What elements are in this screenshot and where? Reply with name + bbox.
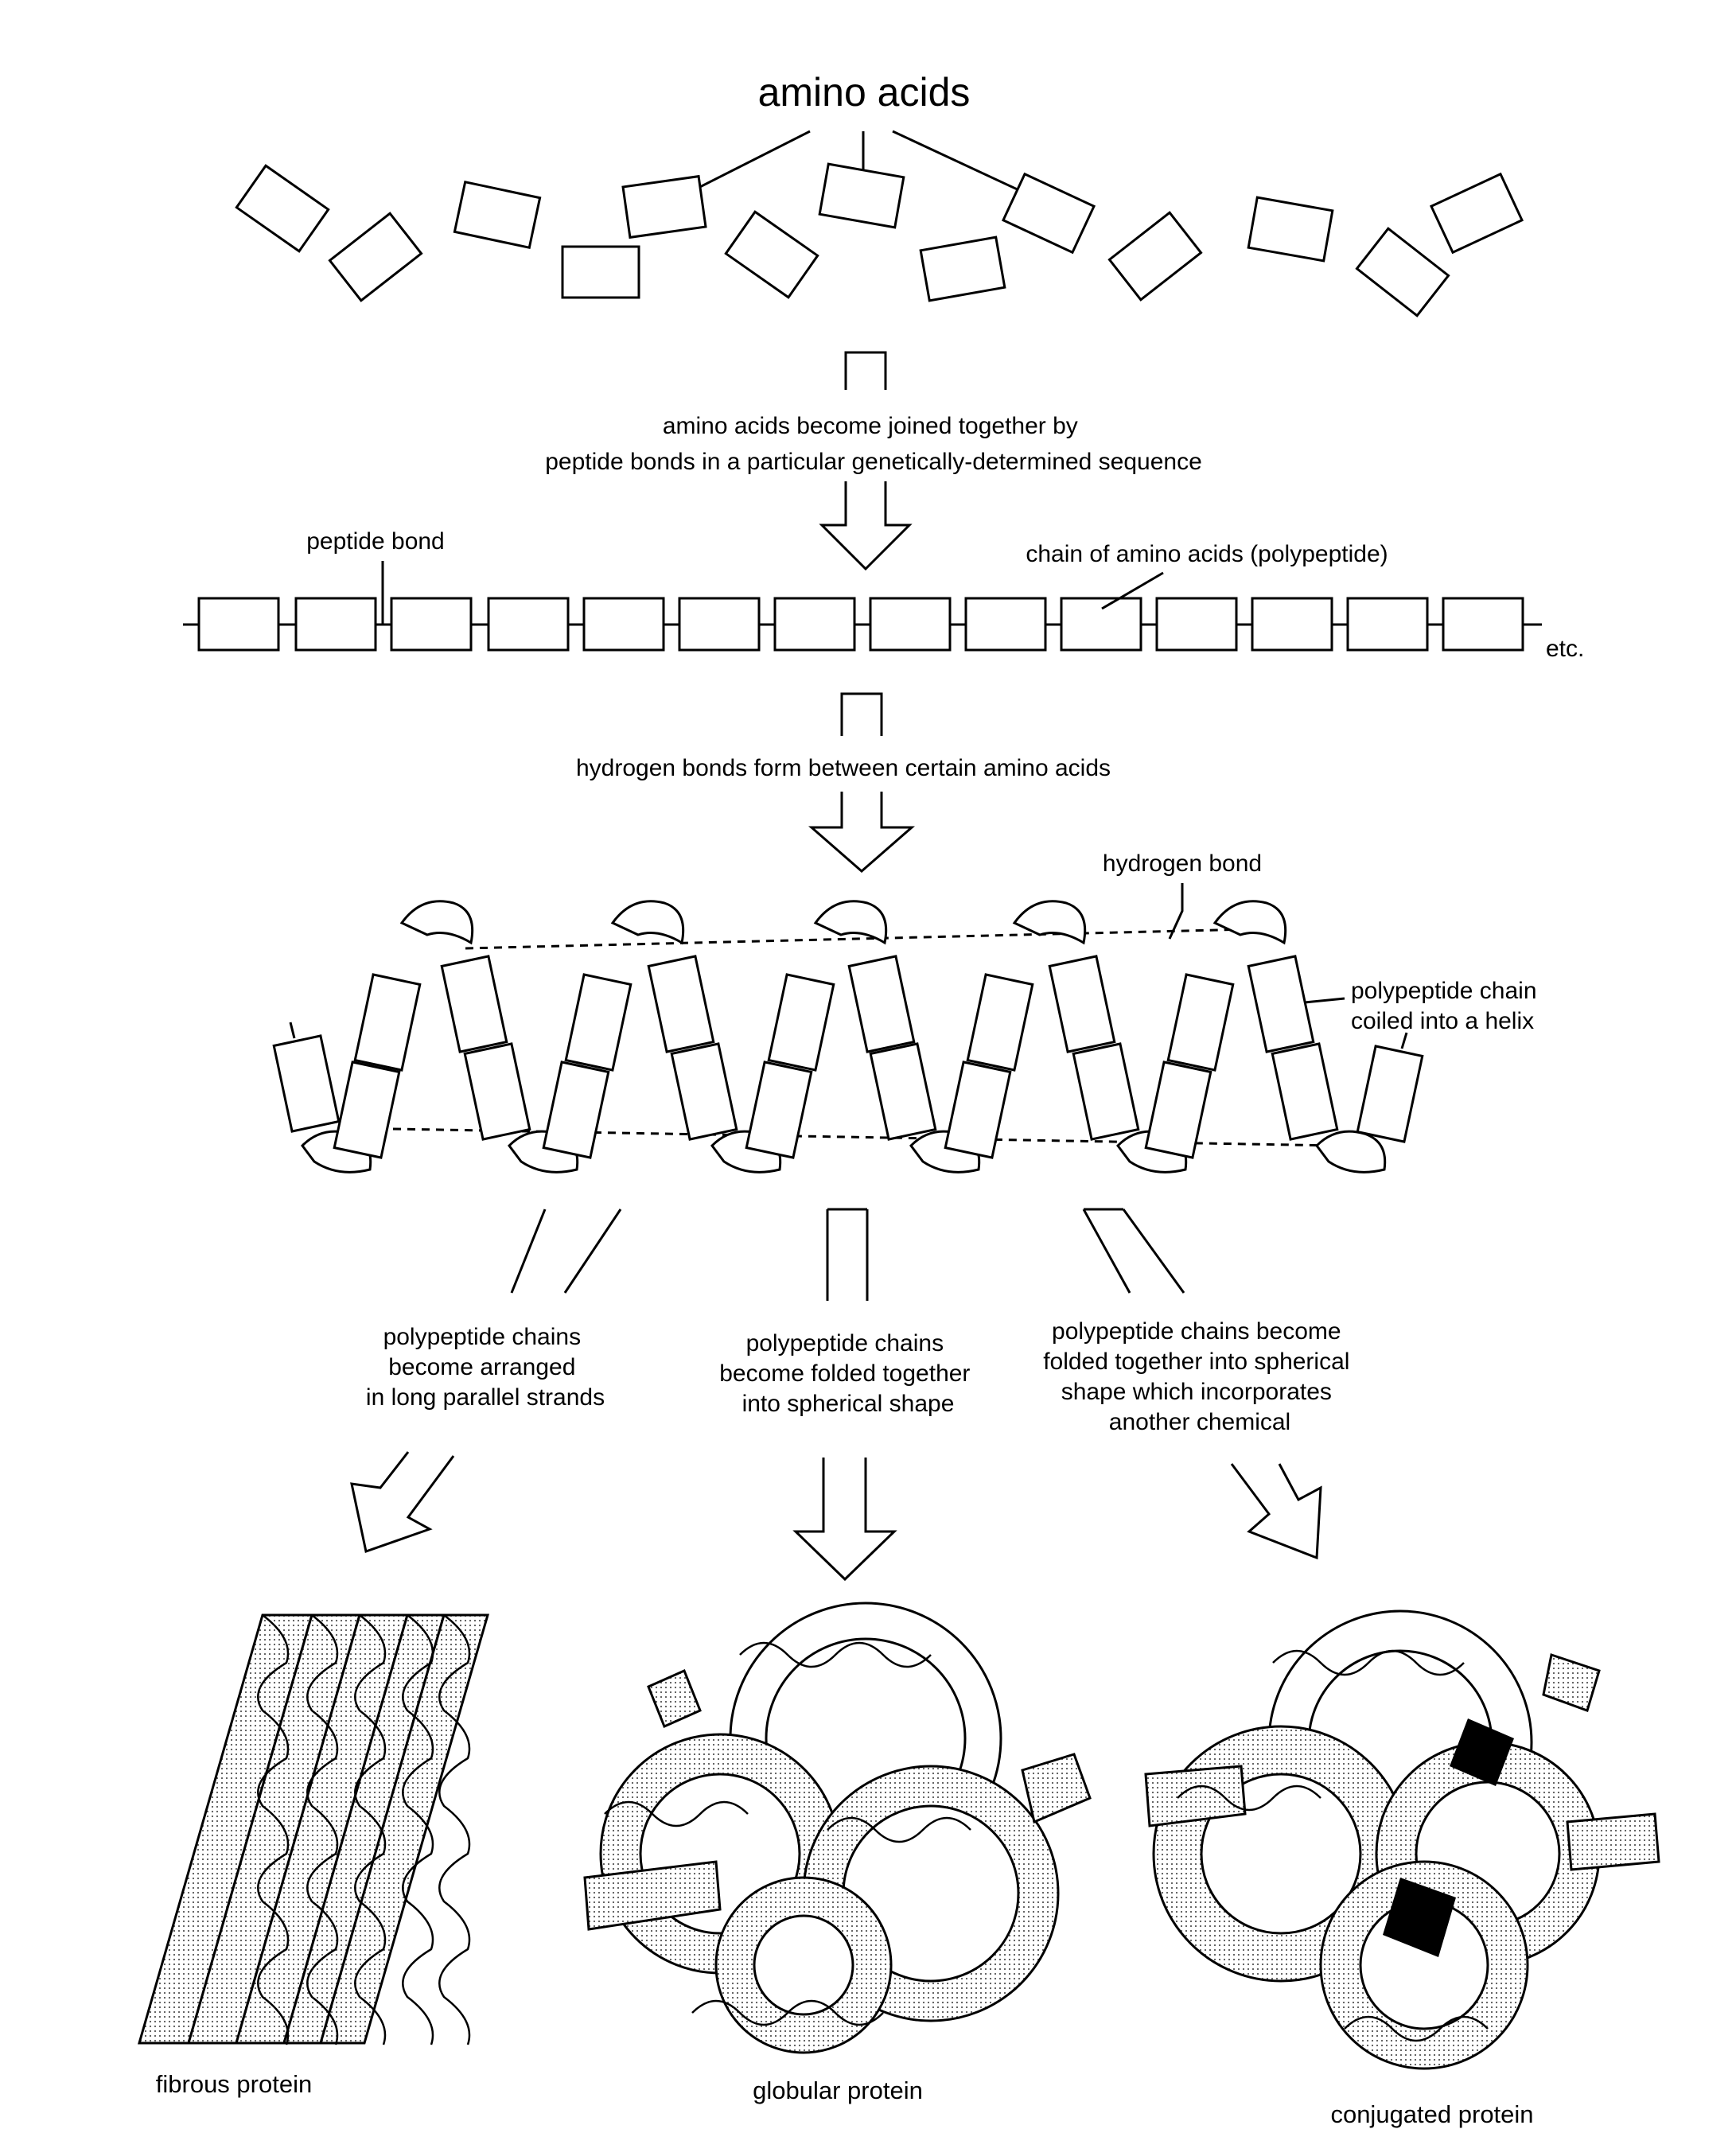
- amino-acid-block: [818, 162, 905, 229]
- chain-label: chain of amino acids (polypeptide): [1026, 541, 1388, 567]
- amino-acid-block: [724, 210, 819, 299]
- fibrous-protein-label: fibrous protein: [156, 2070, 312, 2098]
- branch-left-caption: polypeptide chains become arranged in lo…: [366, 1324, 605, 1411]
- down-arrow-2: [808, 692, 915, 873]
- hydrogen-bond-label: hydrogen bond: [1103, 850, 1262, 877]
- etc-label: etc.: [1546, 636, 1584, 662]
- amino-acid-block: [328, 212, 423, 302]
- branch-right-caption-line: polypeptide chains become: [1052, 1318, 1341, 1345]
- step1-caption: amino acids become joined together by pe…: [545, 413, 1202, 475]
- amino-acid-blocks: [235, 162, 1524, 317]
- globular-protein-illustration: [583, 1602, 1092, 2054]
- down-arrow-1: [819, 351, 913, 571]
- branch-arrow-right-bottom: [1230, 1463, 1322, 1560]
- branch-left-caption-line: in long parallel strands: [366, 1384, 605, 1411]
- helix-label-line: polypeptide chain: [1351, 978, 1537, 1004]
- branch-center-caption-line: become folded together: [719, 1360, 970, 1387]
- helix-label: polypeptide chain coiled into a helix: [1351, 978, 1543, 1034]
- branch-center-caption: polypeptide chains become folded togethe…: [719, 1330, 977, 1417]
- branch-right-caption: polypeptide chains become folded togethe…: [1043, 1318, 1356, 1435]
- step1-caption-line: peptide bonds in a particular geneticall…: [545, 449, 1202, 475]
- helix-top-turns: [399, 900, 1287, 945]
- globular-protein-label: globular protein: [753, 2076, 923, 2104]
- conjugated-protein-label: conjugated protein: [1330, 2100, 1533, 2128]
- chain-label-leader: [1101, 571, 1164, 610]
- branch-right-caption-line: folded together into spherical: [1043, 1349, 1349, 1375]
- amino-acid-block: [1355, 227, 1450, 317]
- branch-arrow-left-bottom: [350, 1451, 455, 1553]
- helix-falling-segments: [272, 955, 1339, 1141]
- branch-center-caption-line: into spherical shape: [742, 1391, 955, 1417]
- conjugated-protein-illustration: [1144, 1609, 1660, 2070]
- hydrogen-bond-leader: [1168, 883, 1184, 940]
- branch-left-caption-line: become arranged: [388, 1354, 575, 1380]
- fibrous-protein-illustration: [138, 1613, 489, 2045]
- amino-acid-block: [561, 245, 640, 299]
- alpha-helix: [272, 900, 1424, 1173]
- step1-caption-line: amino acids become joined together by: [663, 413, 1078, 439]
- amino-acid-block: [1429, 172, 1524, 255]
- conjugated-chemical-block: [1450, 1718, 1514, 1786]
- branch-arrow-left-top: [510, 1209, 622, 1294]
- helix-label-line: coiled into a helix: [1351, 1008, 1534, 1034]
- branch-arrow-right-top: [1082, 1208, 1185, 1294]
- branch-right-caption-line: shape which incorporates: [1061, 1379, 1332, 1405]
- amino-acid-block: [1247, 196, 1334, 263]
- helix-rising-segments: [333, 973, 1424, 1159]
- branch-arrow-center-top: [826, 1208, 869, 1301]
- amino-acid-block: [621, 174, 707, 239]
- conjugated-chemical-block: [1383, 1878, 1456, 1957]
- polypeptide-chain: [183, 597, 1542, 652]
- branch-arrow-center-bottom: [792, 1458, 897, 1582]
- amino-acid-block: [1107, 211, 1203, 302]
- step2-caption: hydrogen bonds form between certain amin…: [576, 755, 1111, 781]
- fibrous-helix-waves: [257, 1614, 471, 2045]
- helix-label-leader: [1304, 997, 1345, 1004]
- branch-center-caption-line: polypeptide chains: [746, 1330, 944, 1356]
- amino-acid-block: [453, 180, 542, 250]
- branch-left-caption-line: polypeptide chains: [383, 1324, 582, 1350]
- amino-acid-block: [1001, 172, 1096, 255]
- amino-acid-block: [919, 235, 1006, 302]
- peptide-bond-label: peptide bond: [306, 528, 445, 555]
- branch-right-caption-line: another chemical: [1109, 1409, 1290, 1435]
- amino-acid-block: [235, 164, 330, 253]
- title-amino-acids: amino acids: [758, 70, 971, 115]
